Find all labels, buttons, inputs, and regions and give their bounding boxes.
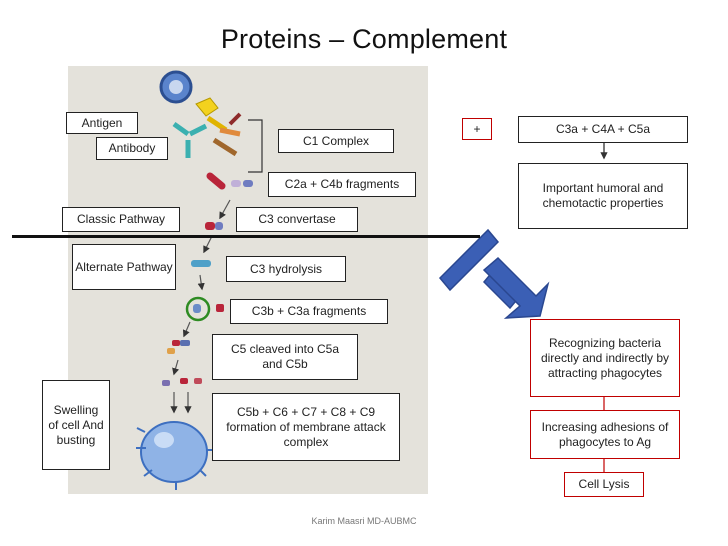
page-title: Proteins – Complement <box>220 24 508 54</box>
label-c3b-c3a: C3b + C3a fragments <box>230 299 388 324</box>
label-c3-convertase: C3 convertase <box>236 207 358 232</box>
label-increasing-adhesions: Increasing adhesions of phagocytes to Ag <box>530 410 680 459</box>
label-cell-lysis: Cell Lysis <box>564 472 644 497</box>
label-c3a-c4a-c5a: C3a + C4A + C5a <box>518 116 688 143</box>
blue-inhibition-arrow-icon <box>438 228 550 319</box>
label-classic-pathway: Classic Pathway <box>62 207 180 232</box>
c5-icon <box>167 340 190 354</box>
antigen-icon <box>159 70 193 104</box>
label-swelling: Swelling of cell And busting <box>42 380 110 470</box>
c3-convertase-icon <box>205 222 223 230</box>
footer-credit: Karim Maasri MD-AUBMC <box>311 516 417 526</box>
c3b-highlight-circle <box>185 296 211 322</box>
c3-icon <box>191 260 211 267</box>
label-antigen: Antigen <box>66 112 138 134</box>
mac-components-icon <box>162 378 202 386</box>
label-alternate-pathway: Alternate Pathway <box>72 244 176 290</box>
c2-c4-fragments-icon <box>206 172 253 190</box>
label-recognizing-bacteria: Recognizing bacteria directly and indire… <box>530 319 680 397</box>
label-c5b-mac: C5b + C6 + C7 + C8 + C9 formation of mem… <box>212 393 400 461</box>
cell-lysis-icon <box>136 421 214 490</box>
antibody-icon <box>172 97 263 173</box>
label-antibody: Antibody <box>96 137 168 160</box>
label-important-humoral: Important humoral and chemotactic proper… <box>518 163 688 229</box>
pathway-divider-line <box>12 235 480 238</box>
plus-sign-box: + <box>462 118 492 140</box>
label-c2a-c4b: C2a + C4b fragments <box>268 172 416 197</box>
label-c3-hydrolysis: C3 hydrolysis <box>226 256 346 282</box>
label-c5-cleaved: C5 cleaved into C5a and C5b <box>212 334 358 380</box>
label-c1-complex: C1 Complex <box>278 129 394 153</box>
